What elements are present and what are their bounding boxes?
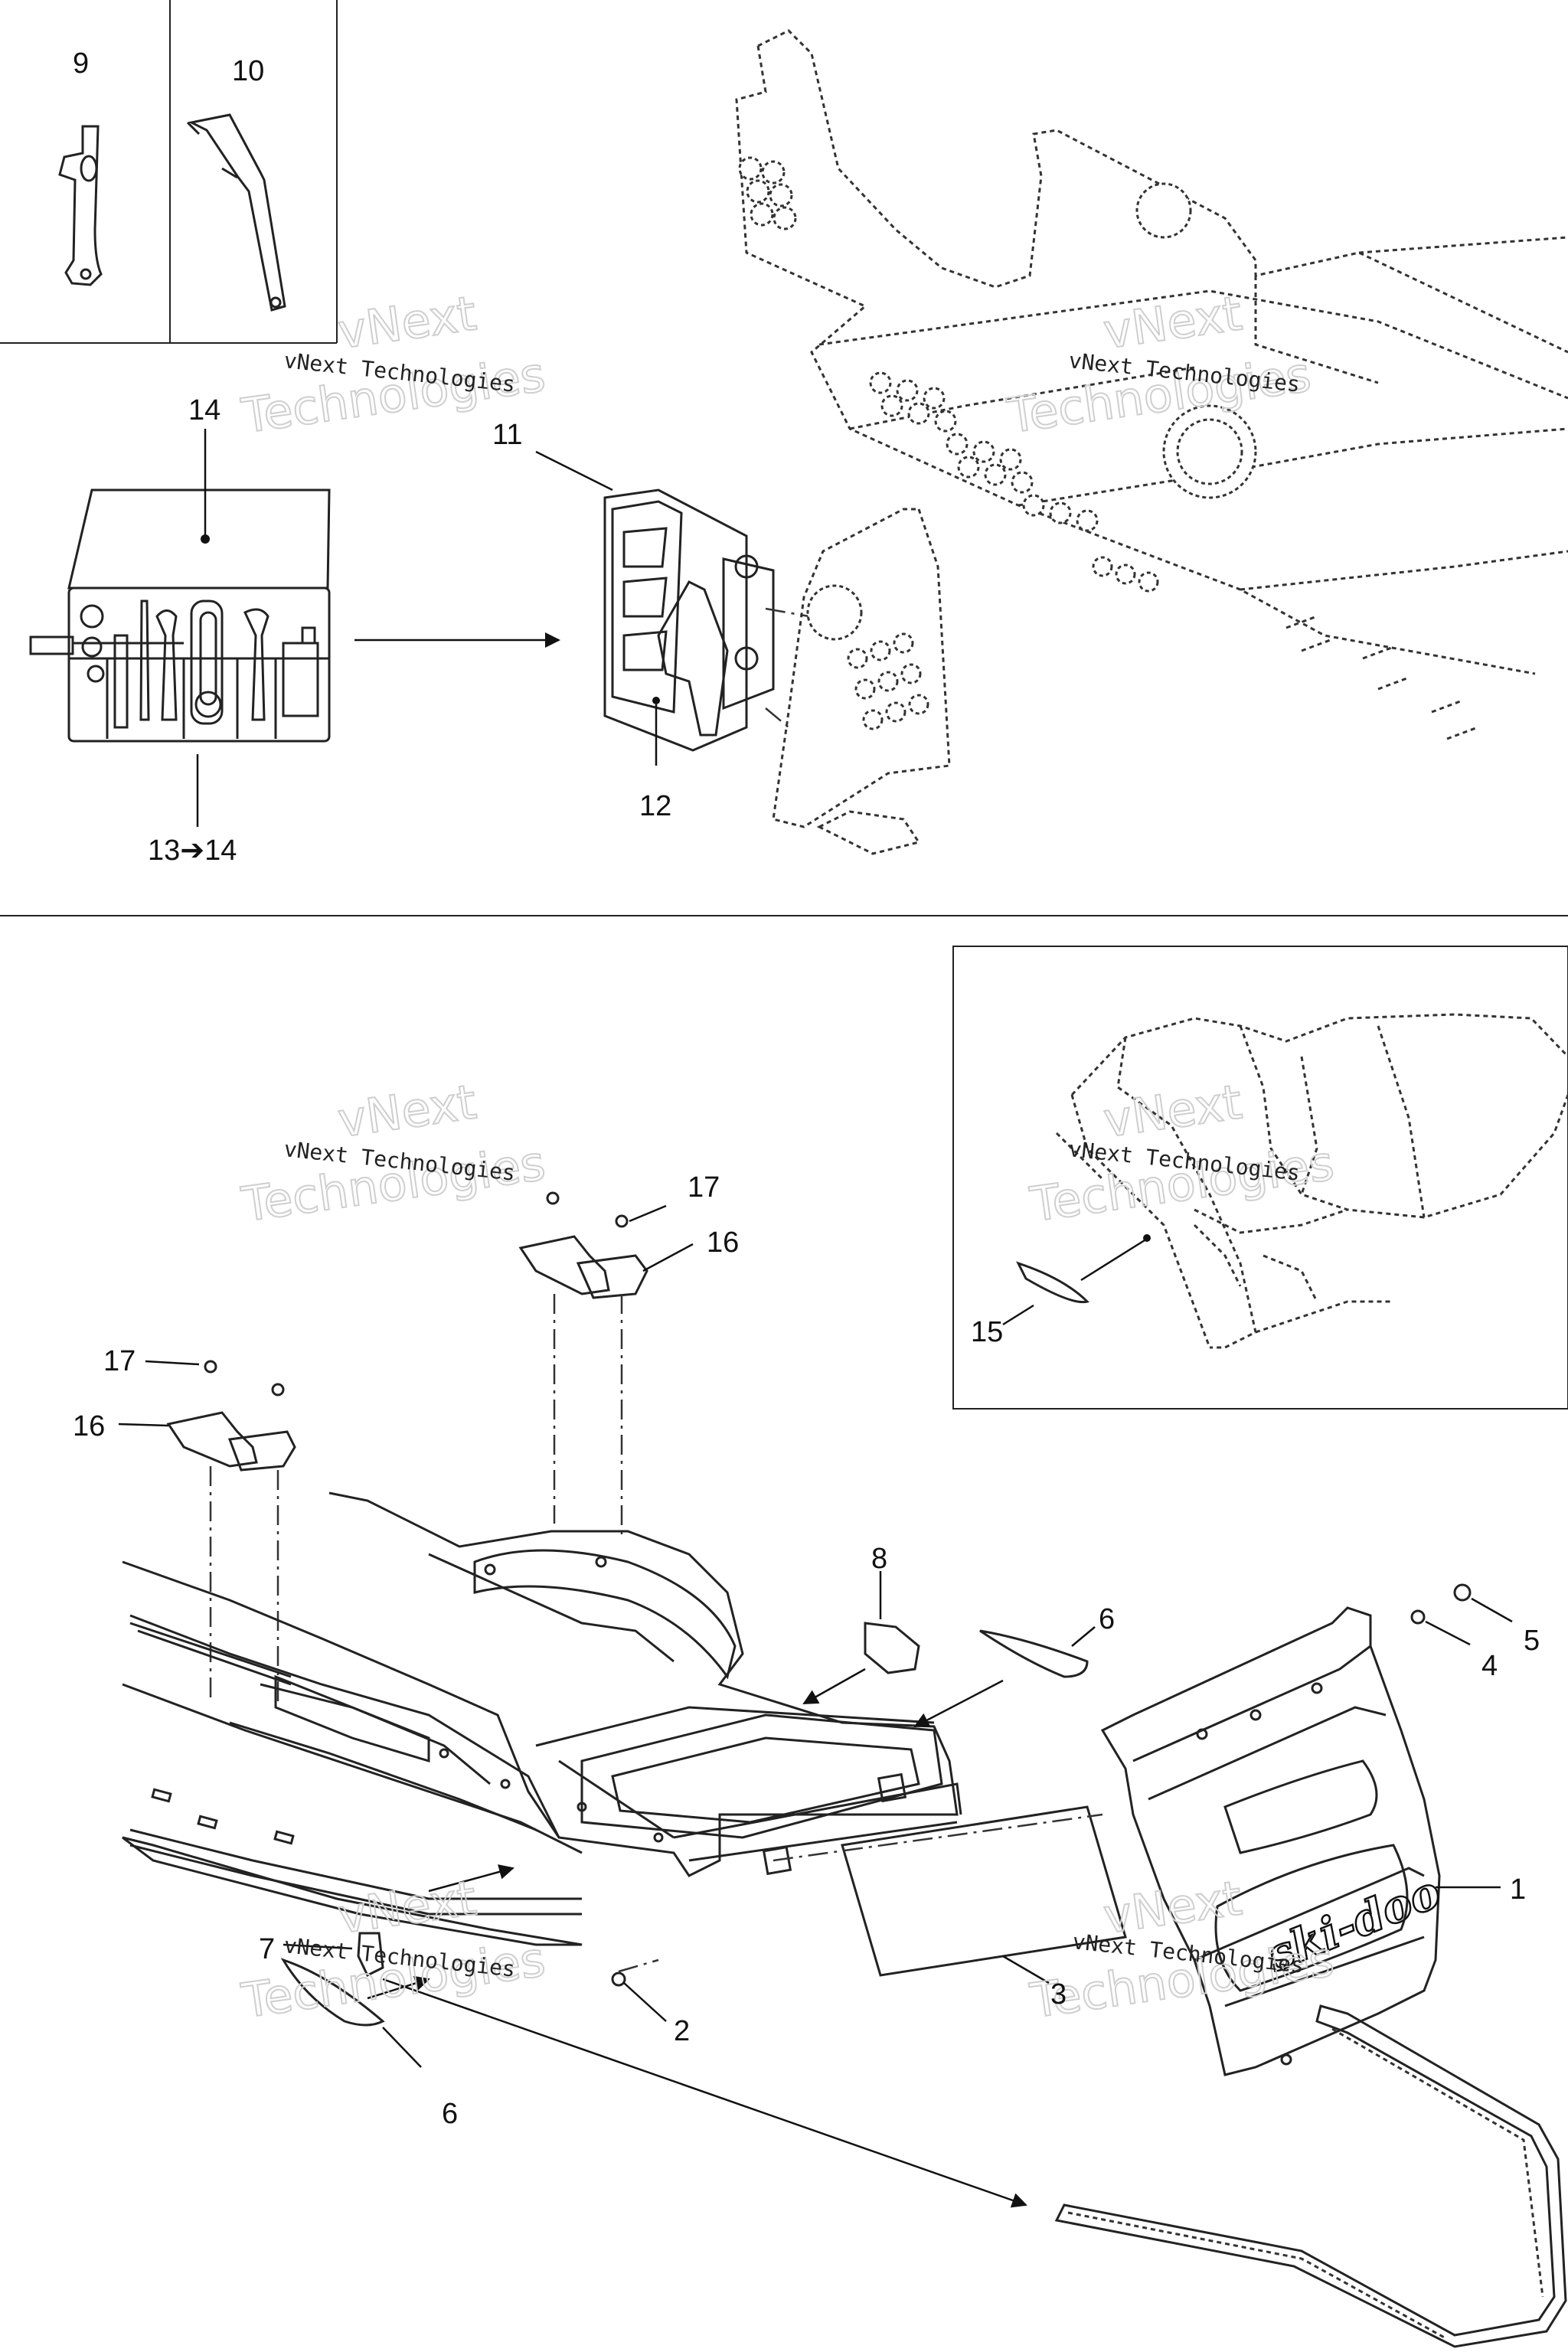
bumper bbox=[1054, 2004, 1567, 2348]
callout-15: 15 bbox=[971, 1316, 1003, 1348]
chassis-top bbox=[735, 29, 1568, 855]
callout-11: 11 bbox=[492, 419, 522, 451]
arrow-8-to-frame bbox=[802, 1668, 866, 1705]
trim-strip-15 bbox=[1016, 1261, 1089, 1304]
callout-2: 2 bbox=[674, 2015, 690, 2047]
leader-16-upper bbox=[642, 1243, 694, 1272]
callout-17-lower: 17 bbox=[103, 1345, 136, 1377]
callout-6-upper: 6 bbox=[1099, 1603, 1115, 1635]
tool-case-11 bbox=[603, 488, 775, 752]
arrow-to-frame-6b bbox=[367, 1975, 430, 2000]
watermark-3: vNext Technologies vNext Technologies bbox=[237, 1073, 550, 1233]
leader-15 bbox=[1002, 1304, 1034, 1326]
centerline-case-to-bracket-2 bbox=[765, 707, 789, 728]
leader-17-upper bbox=[629, 1204, 667, 1223]
wrench-9 bbox=[58, 125, 103, 286]
callout-1: 1 bbox=[1510, 1873, 1526, 1906]
leader-11 bbox=[535, 450, 613, 492]
callout-5: 5 bbox=[1524, 1625, 1540, 1657]
callout-dot bbox=[652, 697, 660, 704]
clip-7 bbox=[357, 1932, 384, 1978]
decal-6-upper bbox=[979, 1629, 1089, 1678]
svg-text:vNext: vNext bbox=[1100, 1073, 1246, 1148]
svg-text:vNext: vNext bbox=[335, 1073, 480, 1148]
screw-4 bbox=[1410, 1609, 1426, 1625]
detail-hood-15 bbox=[1055, 1013, 1568, 1349]
detail-inset-frame bbox=[952, 946, 1568, 1410]
callout-13-14: 13➔14 bbox=[148, 835, 237, 867]
leader-4 bbox=[1425, 1620, 1471, 1646]
leader-5 bbox=[1471, 1597, 1513, 1623]
callout-7: 7 bbox=[259, 1933, 275, 1965]
arrow-6-upper bbox=[913, 1679, 1004, 1728]
leader-3 bbox=[1002, 1955, 1050, 1984]
front-frame bbox=[122, 1491, 962, 1946]
callout-6-lower: 6 bbox=[442, 2098, 458, 2130]
front-hood-1 bbox=[1100, 1606, 1441, 2076]
tool-inset-frames bbox=[0, 0, 338, 344]
leader-6-lower bbox=[382, 2027, 422, 2068]
tool-kit-14 bbox=[29, 488, 331, 743]
svg-text:vNext: vNext bbox=[1100, 285, 1246, 359]
cap-5 bbox=[1453, 1583, 1472, 1602]
bracket-16-lower bbox=[166, 1360, 296, 1472]
callout-8: 8 bbox=[871, 1543, 887, 1575]
plate-3 bbox=[841, 1805, 1127, 1977]
watermark-6: vNext Technologies vNext Technologies bbox=[1026, 1869, 1338, 2030]
leader-15-dot bbox=[1080, 1239, 1145, 1282]
callout-17-upper: 17 bbox=[688, 1171, 720, 1204]
leader-2 bbox=[623, 1982, 667, 2022]
callout-dot bbox=[201, 534, 210, 544]
callout-9: 9 bbox=[73, 47, 89, 80]
centerline-2 bbox=[618, 1958, 659, 1973]
svg-text:vNext: vNext bbox=[335, 1870, 480, 1944]
bracket-16-upper bbox=[518, 1191, 648, 1299]
watermark-2: vNext Technologies vNext Technologies bbox=[1003, 284, 1315, 445]
callout-12: 12 bbox=[639, 790, 671, 822]
arrow-frame-side bbox=[428, 1864, 514, 1893]
callout-14: 14 bbox=[188, 394, 220, 426]
svg-text:vNext: vNext bbox=[335, 285, 480, 359]
callout-16-lower: 16 bbox=[73, 1410, 105, 1442]
arrow-to-bumper bbox=[382, 1978, 1027, 2208]
callout-16-upper: 16 bbox=[707, 1227, 739, 1259]
leader-16-lower bbox=[118, 1423, 169, 1427]
leader-7 bbox=[283, 1943, 353, 1950]
callout-4: 4 bbox=[1481, 1650, 1498, 1682]
leader-6-upper bbox=[1071, 1626, 1096, 1647]
callout-10: 10 bbox=[232, 55, 264, 87]
centerline-plate bbox=[773, 1813, 1103, 1862]
decal-6-lower bbox=[280, 1958, 385, 2027]
spanner-10 bbox=[186, 113, 286, 312]
leader-17-lower bbox=[145, 1360, 200, 1366]
callout-dot bbox=[1143, 1234, 1151, 1242]
bracket-8 bbox=[864, 1622, 920, 1674]
fastener-2 bbox=[611, 1971, 626, 1987]
callout-3: 3 bbox=[1050, 1978, 1067, 2011]
